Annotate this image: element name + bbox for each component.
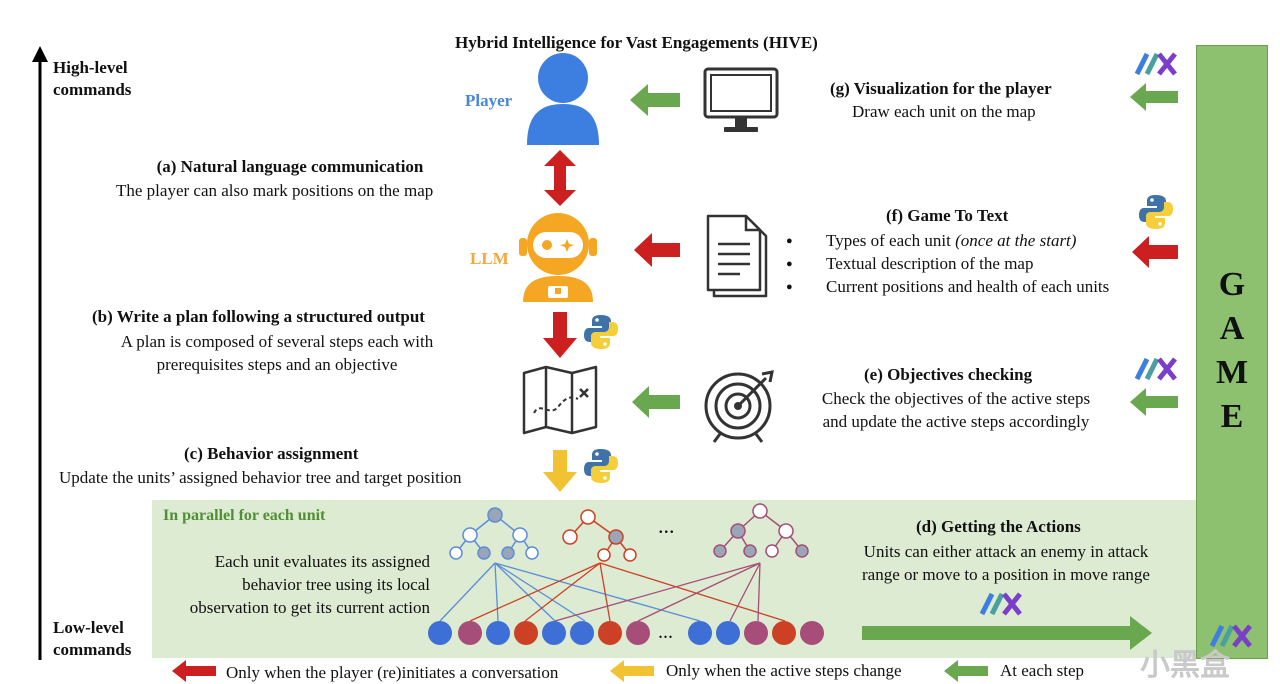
game-letter-g: G [1218, 266, 1246, 303]
jax-icon [1134, 357, 1177, 381]
objectives-arrow [632, 386, 680, 418]
game-letter-m: M [1215, 354, 1249, 391]
list-item: Current positions and health of each uni… [786, 275, 1109, 299]
tree-ellipsis: ... [658, 513, 675, 538]
person-icon [527, 53, 599, 145]
player-label: Player [465, 91, 513, 110]
python-icon [584, 449, 618, 483]
step-b-title: (b) Write a plan following a structured … [92, 307, 425, 326]
legend-red-label: Only when the player (re)initiates a con… [226, 663, 559, 682]
actions-to-game-arrow [862, 616, 1152, 650]
legend-green-arrow [944, 660, 988, 682]
legend-yellow-label: Only when the active steps change [666, 661, 902, 680]
jax-icon [1134, 52, 1177, 76]
legend-green-label: At each step [1000, 661, 1085, 680]
game-to-text-arrow [1132, 236, 1178, 268]
step-d-desc: Units can either attack an enemy in atta… [862, 542, 1150, 584]
python-icon [1139, 195, 1173, 229]
step-c-title: (c) Behavior assignment [184, 444, 359, 463]
target-icon [704, 370, 774, 443]
jax-icon [1209, 624, 1252, 648]
python-icon [584, 315, 618, 349]
list-item: Types of each unit (once at the start) [786, 229, 1109, 253]
assignment-arrow [543, 450, 577, 492]
visualization-arrow [630, 84, 680, 116]
step-g-desc: Draw each unit on the map [852, 102, 1036, 121]
step-e-desc: Check the objectives of the active steps… [821, 389, 1091, 431]
game-letter-e: E [1220, 398, 1244, 435]
legend-yellow-arrow [610, 660, 654, 682]
list-item: Textual description of the map [786, 252, 1109, 276]
diagram-title: Hybrid Intelligence for Vast Engagements… [455, 33, 818, 52]
behavior-tree-icon: ... ... [428, 503, 824, 645]
step-d-title: (d) Getting the Actions [916, 517, 1081, 536]
robot-icon [519, 213, 597, 302]
step-e-title: (e) Objectives checking [864, 365, 1033, 384]
parallel-title: In parallel for each unit [163, 507, 326, 524]
map-icon [522, 365, 598, 435]
step-f-bullets: Types of each unit (once at the start) T… [786, 229, 1109, 299]
game-to-vis-arrow [1130, 83, 1178, 111]
command-level-axis [32, 46, 48, 660]
llm-label: LLM [470, 249, 509, 268]
game-to-objectives-arrow [1130, 388, 1178, 416]
step-a-title: (a) Natural language communication [156, 157, 424, 176]
communication-arrow [544, 150, 576, 206]
game-letter-a: A [1219, 310, 1245, 347]
plan-arrow [543, 312, 577, 358]
step-f-title: (f) Game To Text [886, 206, 1009, 225]
text-to-llm-arrow [634, 233, 680, 267]
watermark: 小黑盒 [1140, 648, 1230, 683]
legend-red-arrow [172, 660, 216, 682]
step-c-desc: Update the units’ assigned behavior tree… [59, 468, 462, 487]
monitor-icon [703, 67, 779, 132]
step-b-desc: A plan is composed of several steps each… [120, 332, 434, 374]
step-a: (a) Natural language communication [110, 157, 470, 177]
document-icon [706, 214, 768, 298]
jax-icon [979, 592, 1022, 616]
game-bar: G A M E [1196, 45, 1268, 659]
units-ellipsis: ... [658, 621, 673, 643]
step-g-title: (g) Visualization for the player [830, 79, 1052, 98]
step-a-desc: The player can also mark positions on th… [116, 181, 434, 200]
